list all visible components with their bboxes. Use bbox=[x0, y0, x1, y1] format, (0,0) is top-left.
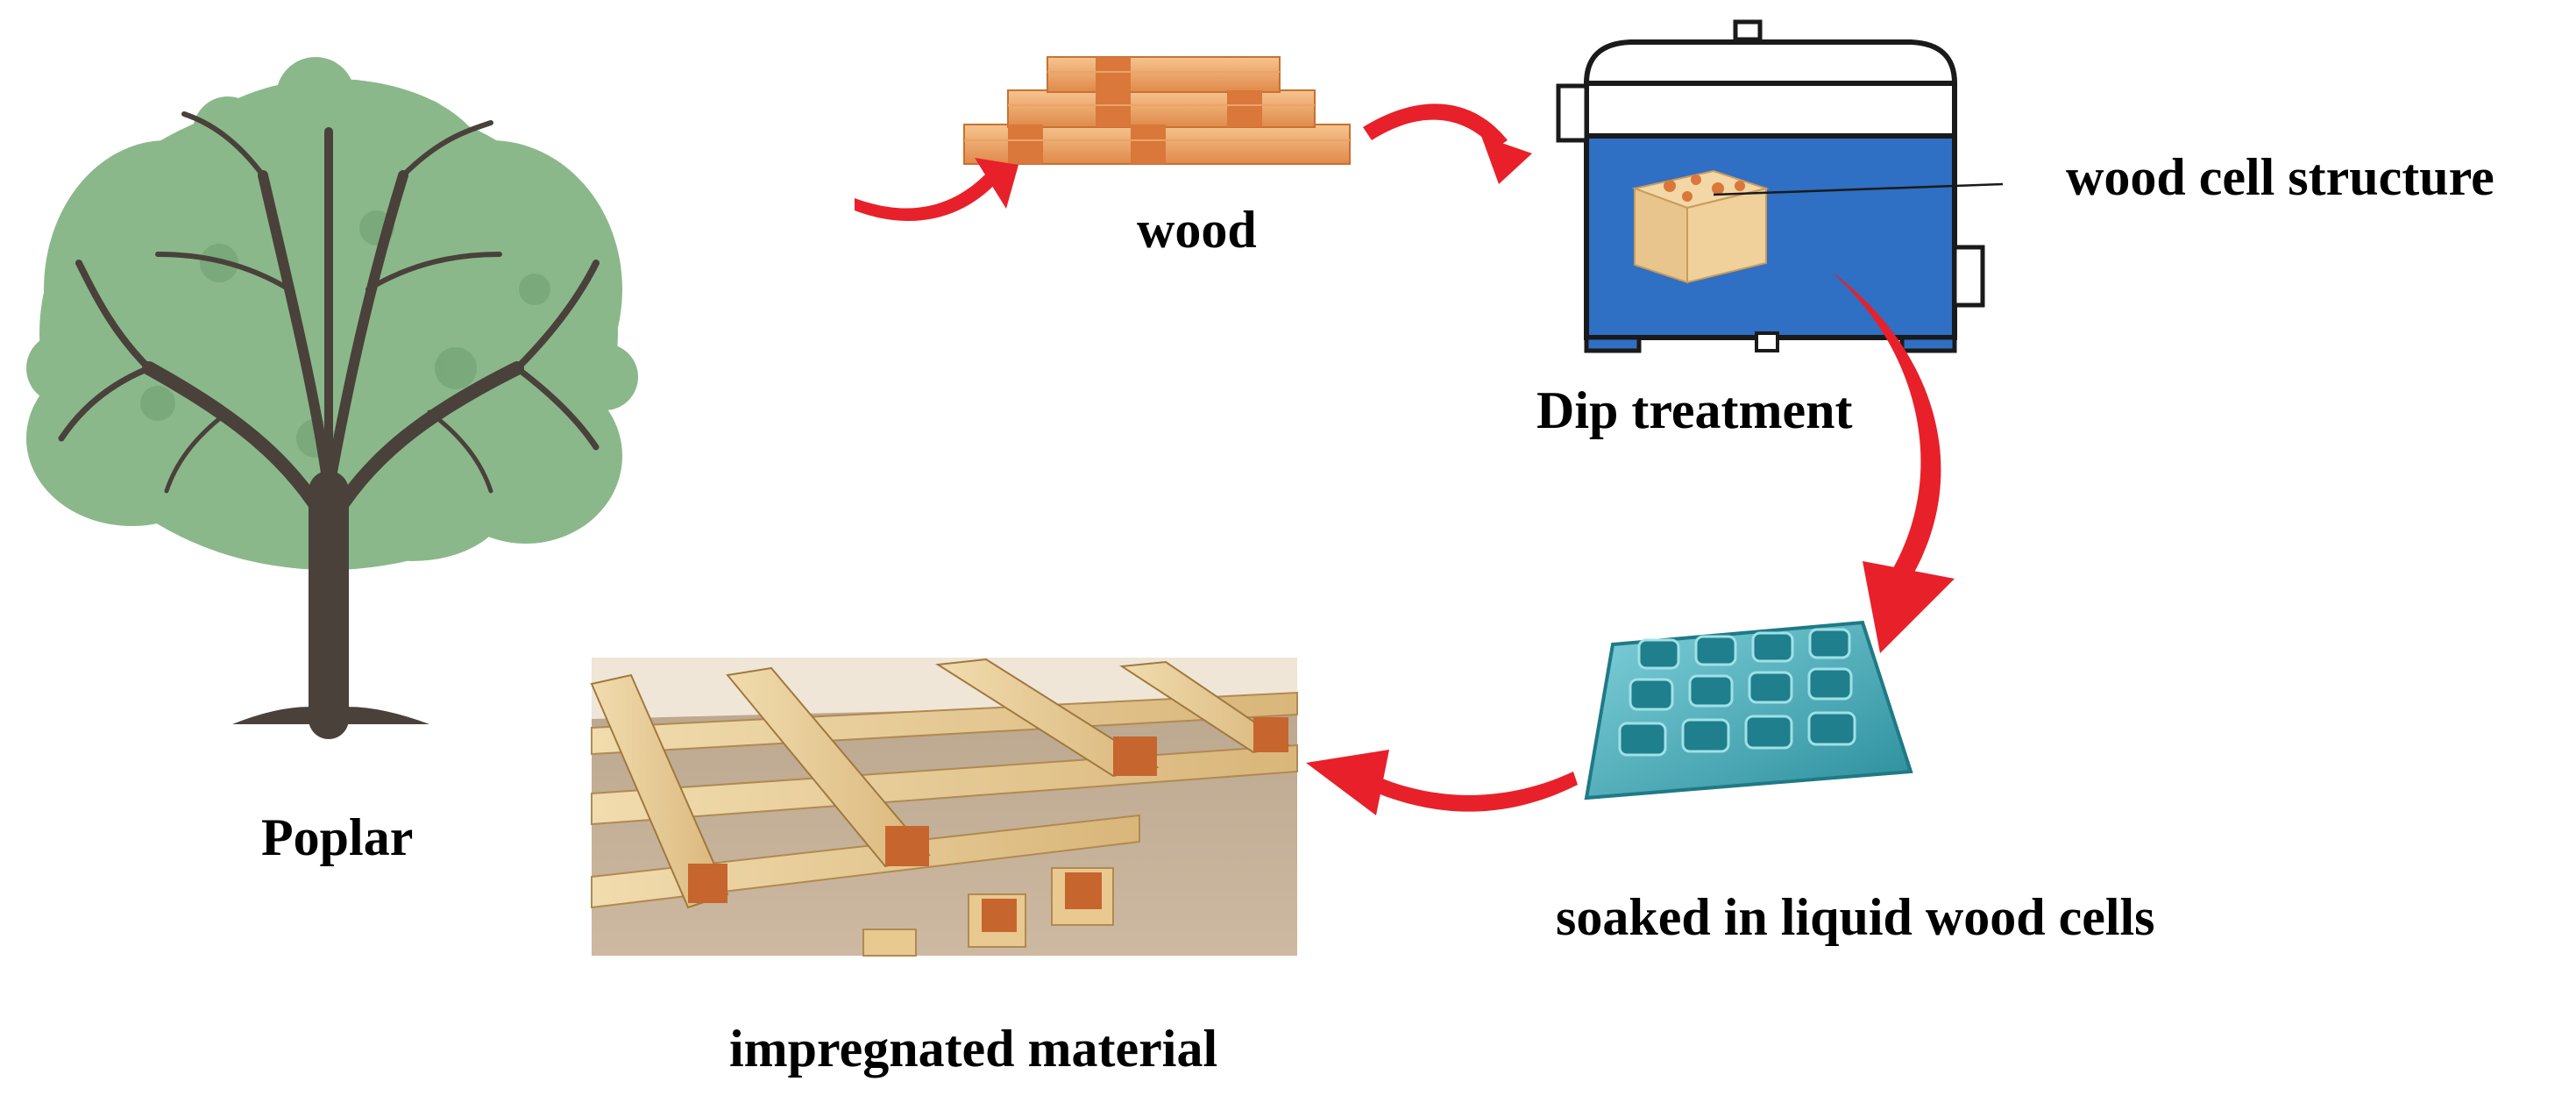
label-wood: wood bbox=[1137, 201, 1257, 259]
tree-foliage bbox=[26, 57, 638, 570]
label-soaked: soaked in liquid wood cells bbox=[1556, 888, 2155, 946]
tree-roots bbox=[232, 707, 429, 724]
dip-tank-icon bbox=[1556, 19, 2004, 353]
label-poplar: Poplar bbox=[261, 808, 414, 866]
arrow-to-wood bbox=[855, 158, 1018, 222]
poplar-tree-icon bbox=[26, 57, 638, 739]
wood-stack-icon bbox=[963, 56, 1351, 165]
lumber-photo bbox=[590, 658, 1298, 957]
arrow-to-soaked bbox=[1832, 272, 1955, 653]
wood-cube-in-tank bbox=[1631, 169, 1770, 284]
cell-structure-leader-line bbox=[1713, 182, 2004, 196]
cell-grid-icon bbox=[1584, 620, 1913, 800]
label-wood-cell-structure: wood cell structure bbox=[2066, 148, 2494, 206]
label-impregnated-material: impregnated material bbox=[729, 1020, 1218, 1078]
process-arrows bbox=[855, 103, 1955, 815]
label-dip-treatment: Dip treatment bbox=[1536, 381, 1853, 439]
arrow-to-impregnated bbox=[1306, 750, 1578, 815]
arrow-to-dip bbox=[1363, 103, 1532, 184]
tree-trunk-branches bbox=[58, 111, 600, 739]
